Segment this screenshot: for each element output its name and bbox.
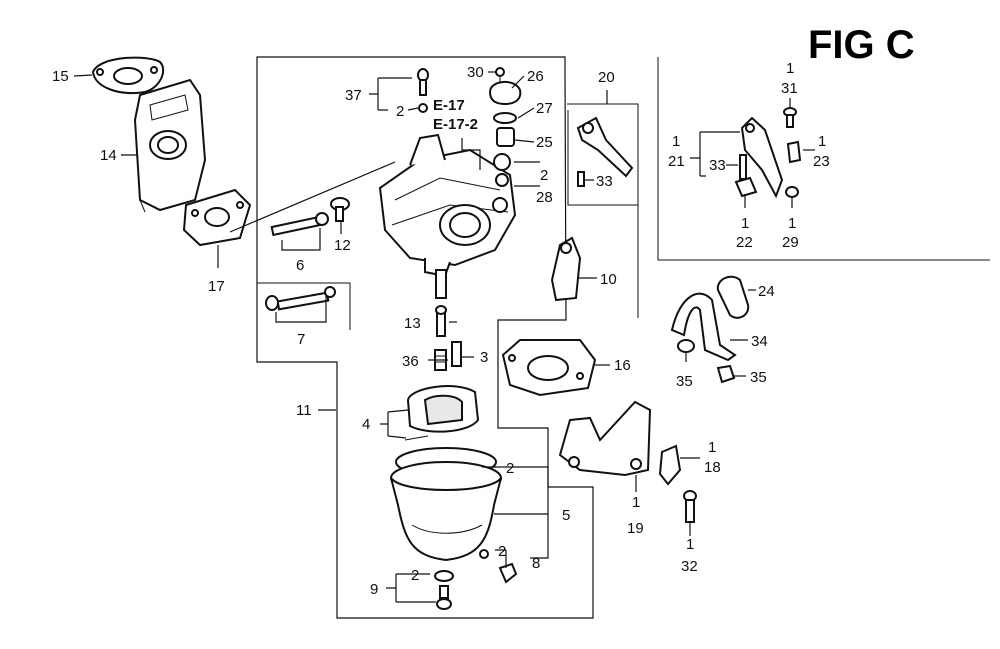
callout-10: 10: [600, 271, 617, 288]
valve-25: [496, 127, 515, 147]
callout-2-b: 2: [540, 167, 548, 184]
callout-1-g: 1: [786, 60, 794, 77]
callout-29: 29: [782, 234, 799, 251]
callout-19: 19: [627, 520, 644, 537]
callout-20: 20: [598, 69, 615, 86]
hose-34: [670, 292, 737, 362]
oring-27: [493, 112, 517, 124]
pin-3: [451, 341, 462, 367]
group-frame-right: [657, 57, 990, 261]
callout-23: 23: [813, 153, 830, 170]
callout-33-b: 33: [709, 157, 726, 174]
figure-title: FIG C: [808, 23, 915, 67]
leader-lines: [73, 71, 815, 603]
callout-4: 4: [362, 416, 370, 433]
callout-2-d: 2: [498, 543, 506, 560]
callout-26: 26: [527, 68, 544, 85]
float-chamber-5: [390, 447, 502, 562]
callout-37: 37: [345, 87, 362, 104]
callout-6: 6: [296, 257, 304, 274]
callout-35-b: 35: [750, 369, 767, 386]
screw-37: [417, 68, 429, 113]
callout-1-b: 1: [708, 439, 716, 456]
group-frame-20: [567, 103, 639, 318]
group-frame-20-inner: [567, 110, 638, 206]
callout-13: 13: [404, 315, 421, 332]
callout-12: 12: [334, 237, 351, 254]
callout-31: 31: [781, 80, 798, 97]
governor-arm-21: [734, 116, 784, 199]
screw-12: [330, 197, 350, 222]
callout-15: 15: [52, 68, 69, 85]
washer-29: [785, 186, 799, 198]
bracket-10: [550, 236, 582, 302]
callout-17: 17: [208, 278, 225, 295]
carburetor-body: [378, 133, 517, 299]
callout-24: 24: [758, 283, 775, 300]
callout-3: 3: [480, 349, 488, 366]
callouts: 15 14 17 6 12 7 37 2 E-17 E-17-2 30 26 2…: [52, 60, 830, 598]
bolt-32: [683, 490, 697, 523]
gasket-16: [501, 339, 597, 397]
clamp-18: [658, 444, 682, 486]
callout-1-e: 1: [741, 215, 749, 232]
callout-1-a: 1: [632, 494, 640, 511]
callout-18: 18: [704, 459, 721, 476]
clip-35b: [716, 364, 736, 384]
screw-8: [479, 549, 518, 584]
washer-28: [493, 153, 511, 187]
screw-6: [270, 212, 329, 237]
callout-16: 16: [614, 357, 631, 374]
callout-36: 36: [402, 353, 419, 370]
callout-5: 5: [562, 507, 570, 524]
callout-32: 32: [681, 558, 698, 575]
callout-25: 25: [536, 134, 553, 151]
needle-13: [435, 305, 447, 337]
lever-20: [576, 116, 634, 187]
gasket-17: [182, 188, 252, 247]
callout-22: 22: [736, 234, 753, 251]
group-frame-7: [257, 282, 351, 330]
cover-26: [488, 81, 522, 106]
callout-8: 8: [532, 555, 540, 572]
callout-30: 30: [467, 64, 484, 81]
reference-e17-2: E-17-2: [433, 116, 478, 133]
callout-1-c: 1: [686, 536, 694, 553]
carburetor-assembly-frame: [256, 56, 594, 619]
callout-34: 34: [751, 333, 768, 350]
gasket-15: [91, 56, 165, 94]
hose-24: [716, 275, 750, 319]
callout-1-h: 1: [788, 215, 796, 232]
screw-9: [434, 570, 454, 610]
callout-2-e: 2: [411, 567, 419, 584]
screw-31: [783, 107, 797, 128]
callout-28: 28: [536, 189, 553, 206]
callout-21: 21: [668, 153, 685, 170]
callout-2-a: 2: [396, 103, 404, 120]
callout-1-d: 1: [672, 133, 680, 150]
callout-2-c: 2: [506, 460, 514, 477]
callout-35-a: 35: [676, 373, 693, 390]
callout-11: 11: [296, 402, 312, 419]
float-4: [404, 385, 480, 441]
bracket-19: [558, 400, 652, 477]
callout-9: 9: [370, 581, 378, 598]
bracket-14: [133, 78, 207, 213]
clip-35a: [677, 339, 695, 353]
reference-e17: E-17: [433, 97, 465, 114]
callout-27: 27: [536, 100, 553, 117]
screw-7: [265, 286, 336, 311]
callout-7: 7: [297, 331, 305, 348]
callout-1-f: 1: [818, 133, 826, 150]
callout-14: 14: [100, 147, 117, 164]
callout-33-a: 33: [596, 173, 613, 190]
spring-23: [786, 140, 802, 164]
